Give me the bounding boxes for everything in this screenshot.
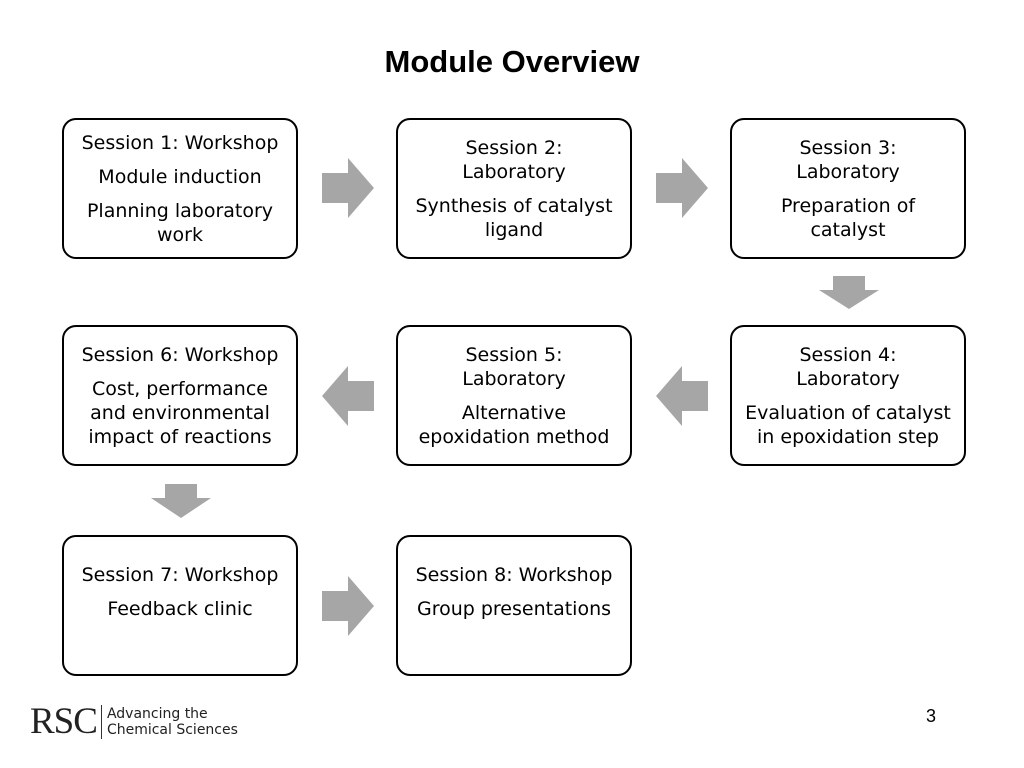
- session-4-box: Session 4: Laboratory Evaluation of cata…: [730, 325, 966, 466]
- arrow-right-icon: [322, 576, 374, 636]
- page-number: 3: [926, 706, 937, 726]
- arrow-right-icon: [656, 158, 708, 218]
- session-1-line-2: Planning laboratory work: [86, 200, 274, 246]
- session-2-box: Session 2: Laboratory Synthesis of catal…: [396, 118, 632, 259]
- arrow-left-icon: [322, 366, 374, 426]
- logo-tagline-line-1: Advancing the: [106, 705, 208, 722]
- logo-tagline-line-2: Chemical Sciences: [106, 721, 238, 738]
- logo-divider: [100, 704, 102, 739]
- session-3-line-1: Preparation of catalyst: [780, 195, 916, 241]
- session-6-heading: Session 6: Workshop: [81, 344, 279, 366]
- arrow-down-icon: [819, 276, 879, 309]
- slide-title: Module Overview: [384, 44, 640, 79]
- session-5-box: Session 5: Laboratory Alternative epoxid…: [396, 325, 632, 466]
- session-8-box: Session 8: Workshop Group presentations: [396, 535, 632, 676]
- session-8-heading: Session 8: Workshop: [415, 563, 613, 586]
- session-1-line-1: Module induction: [98, 166, 262, 188]
- session-6-box: Session 6: Workshop Cost, performance an…: [62, 325, 298, 466]
- session-5-line-1: Alternative epoxidation method: [418, 402, 610, 448]
- session-1-heading: Session 1: Workshop: [81, 132, 279, 154]
- session-3-heading: Session 3: Laboratory: [796, 137, 900, 183]
- session-7-heading: Session 7: Workshop: [81, 563, 279, 586]
- session-8-line-1: Group presentations: [416, 597, 612, 620]
- arrow-left-icon: [656, 366, 708, 426]
- session-1-box: Session 1: Workshop Module induction Pla…: [62, 118, 298, 259]
- arrow-down-icon: [151, 484, 211, 518]
- session-4-line-1: Evaluation of catalyst in epoxidation st…: [745, 402, 951, 448]
- session-4-heading: Session 4: Laboratory: [796, 344, 900, 390]
- session-6-line-1: Cost, performance and environmental impa…: [88, 378, 272, 448]
- arrow-right-icon: [322, 158, 374, 218]
- rsc-logo: RSC Advancing the Chemical Sciences: [30, 700, 238, 743]
- session-2-heading: Session 2: Laboratory: [462, 137, 566, 183]
- session-2-line-1: Synthesis of catalyst ligand: [415, 195, 613, 241]
- rsc-logo-tagline: Advancing the Chemical Sciences: [107, 706, 238, 738]
- session-5-heading: Session 5: Laboratory: [462, 344, 566, 390]
- session-7-box: Session 7: Workshop Feedback clinic: [62, 535, 298, 676]
- rsc-logo-mark: RSC: [30, 701, 98, 742]
- session-7-line-1: Feedback clinic: [107, 597, 253, 620]
- session-3-box: Session 3: Laboratory Preparation of cat…: [730, 118, 966, 259]
